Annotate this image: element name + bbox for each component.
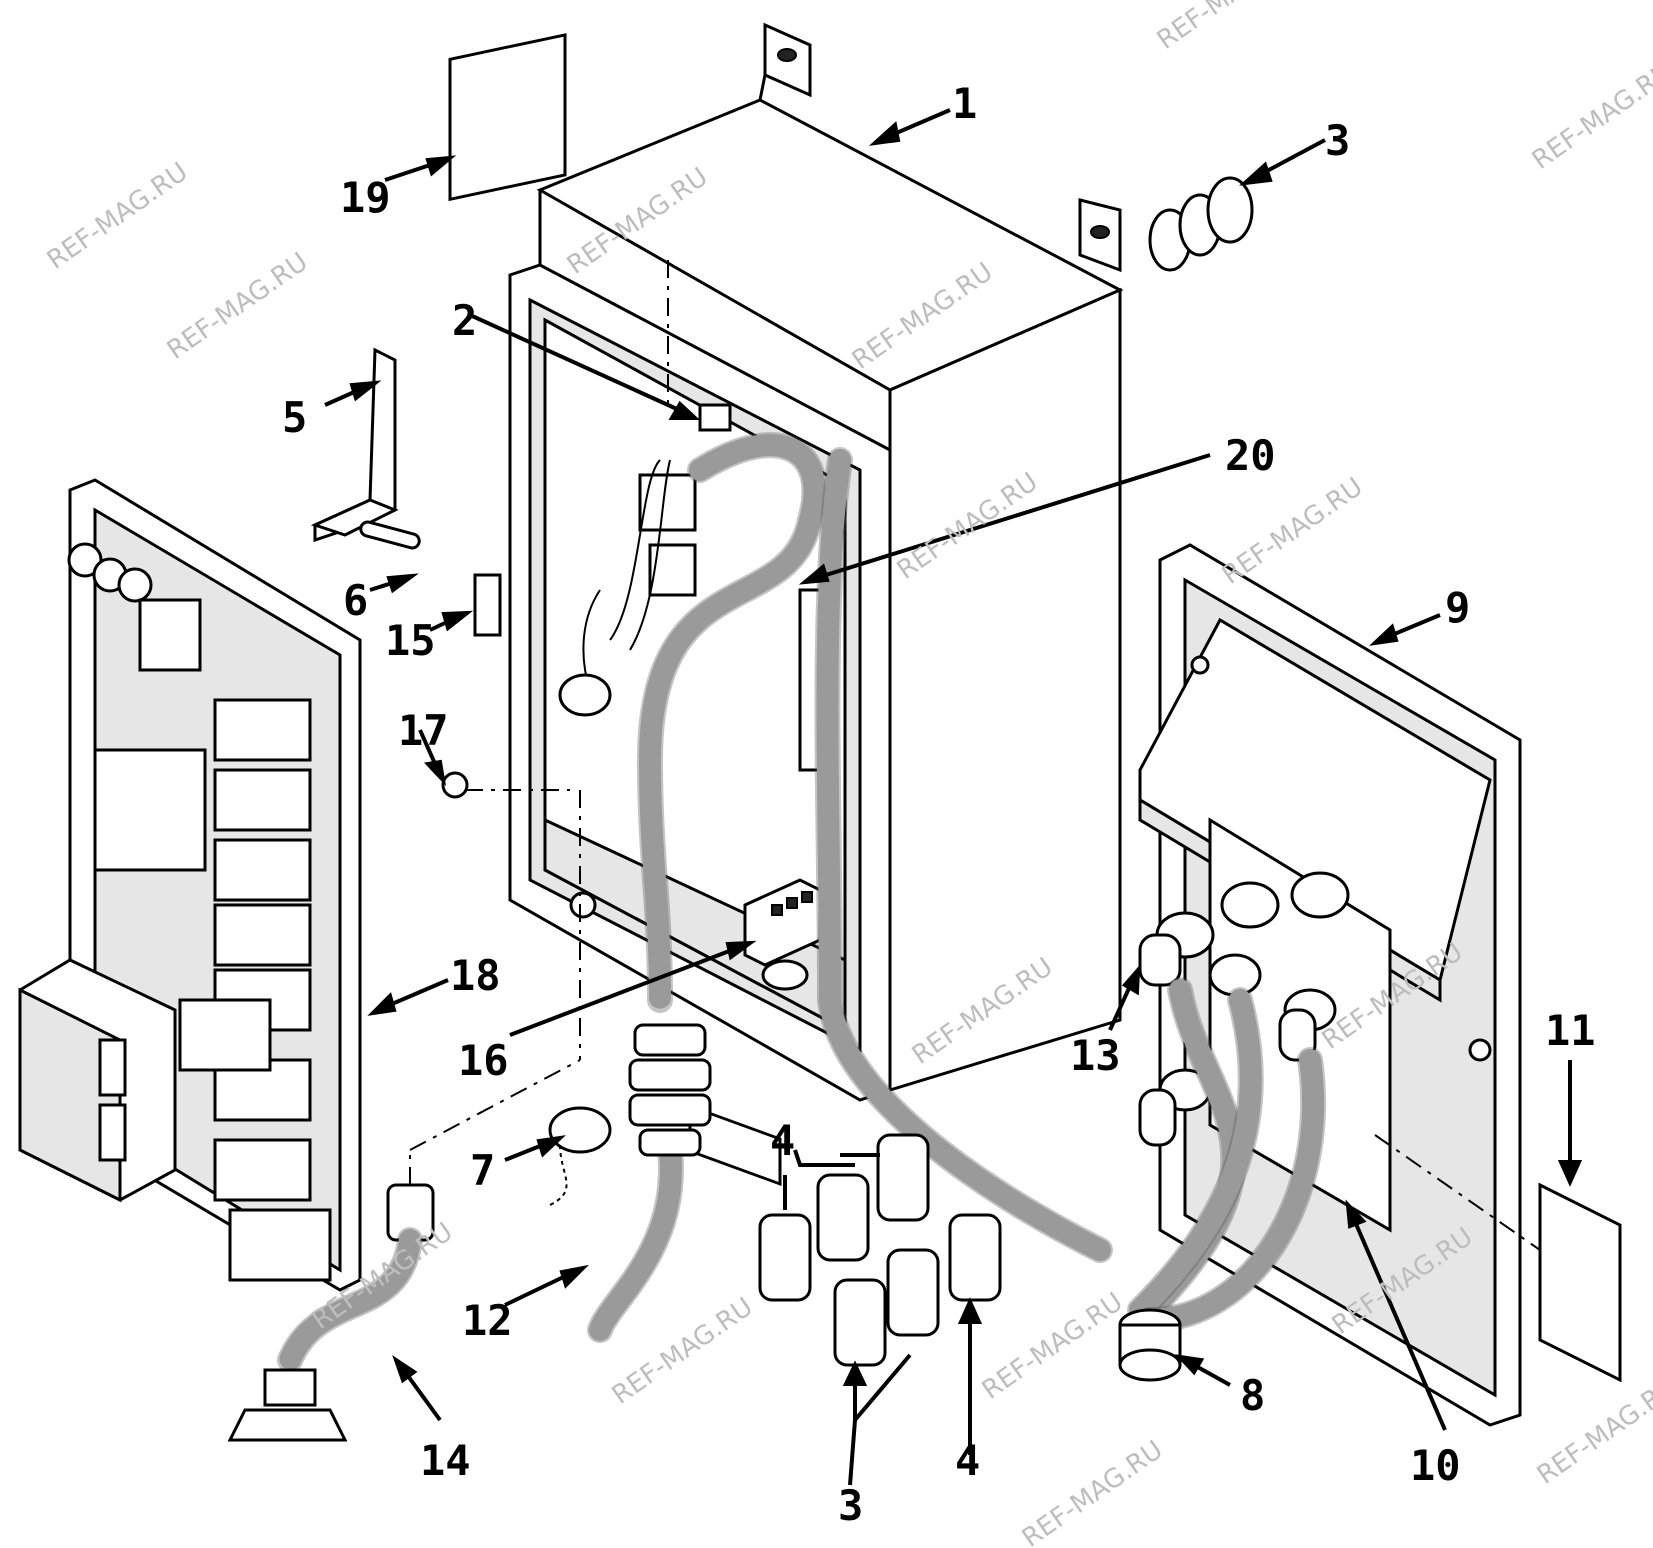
label-11	[1538, 1182, 1622, 1383]
watermark: REF-MAG.RU	[607, 1292, 759, 1411]
door-panel	[1138, 543, 1522, 1427]
watermark: REF-MAG.RU	[1152, 0, 1304, 56]
callout-7: 7	[470, 1146, 495, 1195]
callout-16: 16	[458, 1036, 509, 1085]
callout-4-top: 4	[770, 1116, 795, 1165]
watermark: REF-MAG.RU	[1527, 57, 1653, 176]
label-19	[448, 33, 567, 202]
callout-labels: 1 3 2 5 6 15 19 20 17 18 16 9 7 4 12 13 …	[282, 79, 1596, 1530]
grommet-3-top	[1148, 176, 1254, 272]
leader-lines	[324, 108, 1583, 1486]
callout-3-bottom: 3	[838, 1481, 863, 1530]
watermark: REF-MAG.RU	[162, 247, 314, 366]
callout-18: 18	[450, 951, 501, 1000]
callout-14: 14	[420, 1436, 471, 1485]
watermark: REF-MAG.RU	[1217, 472, 1369, 591]
wiring-connectors	[558, 260, 732, 1060]
cap-with-chain	[548, 1106, 612, 1206]
callout-11: 11	[1545, 1006, 1596, 1055]
callout-2: 2	[452, 296, 477, 345]
circuit-board-panel	[18, 478, 362, 1292]
door-hoses	[1127, 977, 1327, 1333]
callout-19: 19	[340, 173, 391, 222]
callout-3-top: 3	[1325, 116, 1350, 165]
label-15	[473, 573, 502, 637]
screw-17	[441, 771, 570, 799]
terminal-block	[743, 878, 822, 967]
callout-10: 10	[1410, 1441, 1461, 1490]
callout-6: 6	[343, 576, 368, 625]
callout-12: 12	[462, 1296, 513, 1345]
callout-13: 13	[1070, 1031, 1121, 1080]
watermark: REF-MAG.RU	[1532, 1372, 1653, 1491]
watermark: REF-MAG.RU	[1017, 1435, 1169, 1548]
callout-20: 20	[1225, 431, 1276, 480]
grommet-8	[1118, 1308, 1182, 1382]
callout-9: 9	[1445, 583, 1470, 632]
watermark: REF-MAG.RU	[977, 1287, 1129, 1406]
callout-8: 8	[1240, 1371, 1265, 1420]
callout-1: 1	[952, 79, 977, 128]
internal-hoses	[636, 432, 1113, 1263]
grommets-bottom	[758, 959, 1002, 1367]
callout-4-bottom: 4	[955, 1436, 980, 1485]
bracket-and-pin	[310, 347, 421, 550]
enclosure-box	[508, 22, 1124, 1186]
callout-17: 17	[398, 706, 449, 755]
watermark: REF-MAG.RU	[42, 157, 194, 276]
callout-5: 5	[282, 393, 307, 442]
hose-12	[587, 1023, 712, 1343]
callout-15: 15	[385, 616, 436, 665]
cable-assembly-14	[227, 1059, 581, 1442]
